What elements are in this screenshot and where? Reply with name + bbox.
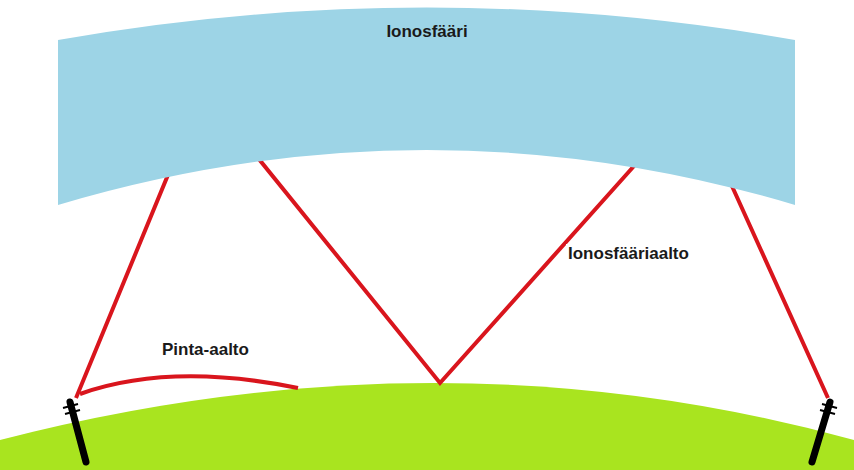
band-title: Ionosfääri [386,22,467,42]
ionosphere-band: Ionosfääri [0,0,854,215]
sky-wave-path [76,90,828,398]
ground-wave-path [80,376,298,394]
sky-wave-label: Ionosfääriaalto [566,244,691,264]
ground-wave-label: Pinta-aalto [160,340,251,360]
right-antenna [812,402,837,462]
band-outline [58,8,795,206]
earth-ground [0,383,854,470]
left-antenna [63,402,86,462]
